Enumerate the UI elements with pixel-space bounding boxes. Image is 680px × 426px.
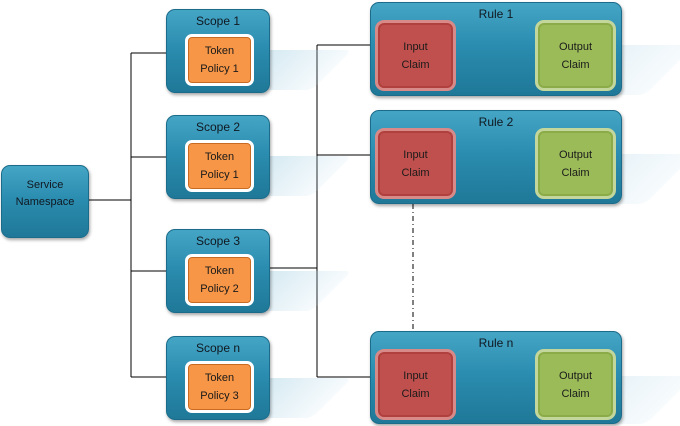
scope-1-box: Scope 1 Token Policy 1 — [166, 9, 270, 93]
scope-3-title: Scope 3 — [195, 234, 241, 248]
rule-1-output-claim: Output Claim — [535, 20, 616, 91]
rule-2-output-claim-label: Output Claim — [558, 148, 593, 179]
scope-3-box: Scope 3 Token Policy 2 — [166, 229, 270, 313]
scope-n-token-policy: Token Policy 3 — [185, 361, 254, 413]
rule-n-output-claim-label: Output Claim — [558, 369, 593, 400]
scope-2-token-policy: Token Policy 1 — [185, 140, 254, 192]
rule-2-input-claim: Input Claim — [375, 128, 456, 199]
rule-2-title: Rule 2 — [478, 115, 514, 129]
rule-1-output-claim-label: Output Claim — [558, 40, 593, 71]
scope-n-box: Scope n Token Policy 3 — [166, 336, 270, 420]
scope-n-token-policy-label: Token Policy 3 — [200, 372, 239, 402]
service-namespace-label: Service Namespace — [15, 179, 75, 208]
rule-1-input-claim-label: Input Claim — [401, 40, 430, 71]
rule-2-output-claim: Output Claim — [535, 128, 616, 199]
scope-2-token-policy-label: Token Policy 1 — [200, 151, 239, 181]
rule-2-input-claim-label: Input Claim — [401, 148, 430, 179]
scope-1-token-policy: Token Policy 1 — [185, 34, 254, 86]
rule-1-input-claim: Input Claim — [375, 20, 456, 91]
rule-n-box: Rule n Input Claim Output Claim — [370, 331, 622, 424]
scope-2-box: Scope 2 Token Policy 1 — [166, 115, 270, 199]
scope-1-title: Scope 1 — [195, 14, 241, 28]
rule-n-input-claim-label: Input Claim — [401, 369, 430, 400]
rule-n-title: Rule n — [478, 336, 514, 350]
rule-n-input-claim: Input Claim — [375, 349, 456, 420]
rule-n-output-claim: Output Claim — [535, 349, 616, 420]
scope-3-token-policy: Token Policy 2 — [185, 254, 254, 306]
scope-1-token-policy-label: Token Policy 1 — [200, 45, 239, 75]
rule-1-title: Rule 1 — [478, 7, 514, 21]
scope-n-title: Scope n — [195, 341, 241, 355]
scope-2-title: Scope 2 — [195, 120, 241, 134]
service-namespace-box: Service Namespace — [1, 165, 89, 238]
scope-3-token-policy-label: Token Policy 2 — [200, 265, 239, 295]
rule-2-box: Rule 2 Input Claim Output Claim — [370, 110, 622, 204]
rule-1-box: Rule 1 Input Claim Output Claim — [370, 2, 622, 96]
